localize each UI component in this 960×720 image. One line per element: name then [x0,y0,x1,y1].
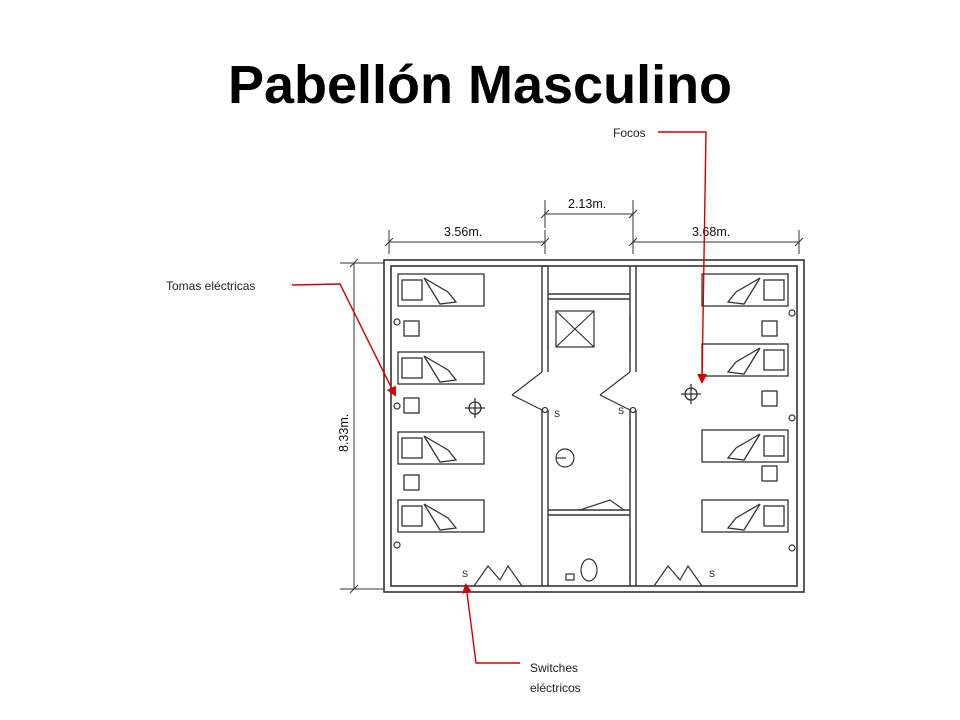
page-title: Pabellón Masculino [227,55,733,115]
outlet-icon [393,402,401,410]
bed [701,429,789,463]
doors [473,316,703,587]
right-beds [701,273,789,533]
switches: S S S S [462,406,715,579]
nightstand [761,390,778,407]
dimension-lines [340,200,804,594]
switches-label-line1: Switches [530,661,578,675]
outlet-icon [393,541,401,549]
left-beds [397,273,485,533]
outlet-icon [541,406,549,414]
dimension-right-width: 3.68m. [692,225,730,239]
outlet-icon [788,544,796,552]
bed [397,431,485,465]
shower-tray [555,310,595,348]
bed [397,499,485,533]
outlets [393,309,796,552]
outlet-icon [393,318,401,326]
switch-icon: S [554,409,560,419]
light-icon [681,384,701,404]
outlet-icon [788,309,796,317]
bed [397,351,485,385]
outlets-arrow [291,283,396,397]
outlets-label: Tomas eléctricas [166,279,255,293]
outlet-icon [788,414,796,422]
dimension-left-width: 3.56m. [444,225,482,239]
lights [465,384,701,418]
light-icon [465,398,485,418]
outer-walls [383,259,805,593]
nightstand [403,474,420,491]
switches-label-line2: eléctricos [530,681,581,695]
bed [701,499,789,533]
nightstand [403,397,420,414]
bed [701,273,789,307]
switches-arrow [462,583,520,664]
lights-arrow [658,131,708,384]
switch-icon: S [709,569,715,579]
dimension-total-height: 8.33m. [337,414,351,452]
dimension-center-width: 2.13m. [568,197,606,211]
nightstand [761,320,778,337]
bed [397,273,485,307]
switch-icon: S [462,569,468,579]
outlet-icon [629,406,637,414]
interior-walls [541,265,637,586]
annotation-arrows [291,131,708,664]
nightstand [403,320,420,337]
toilet [580,558,598,582]
nightstand [761,465,778,482]
switch-icon: S [618,406,624,416]
bathroom-fixtures [555,310,598,582]
lights-label: Focos [613,126,646,140]
bed [701,343,789,377]
